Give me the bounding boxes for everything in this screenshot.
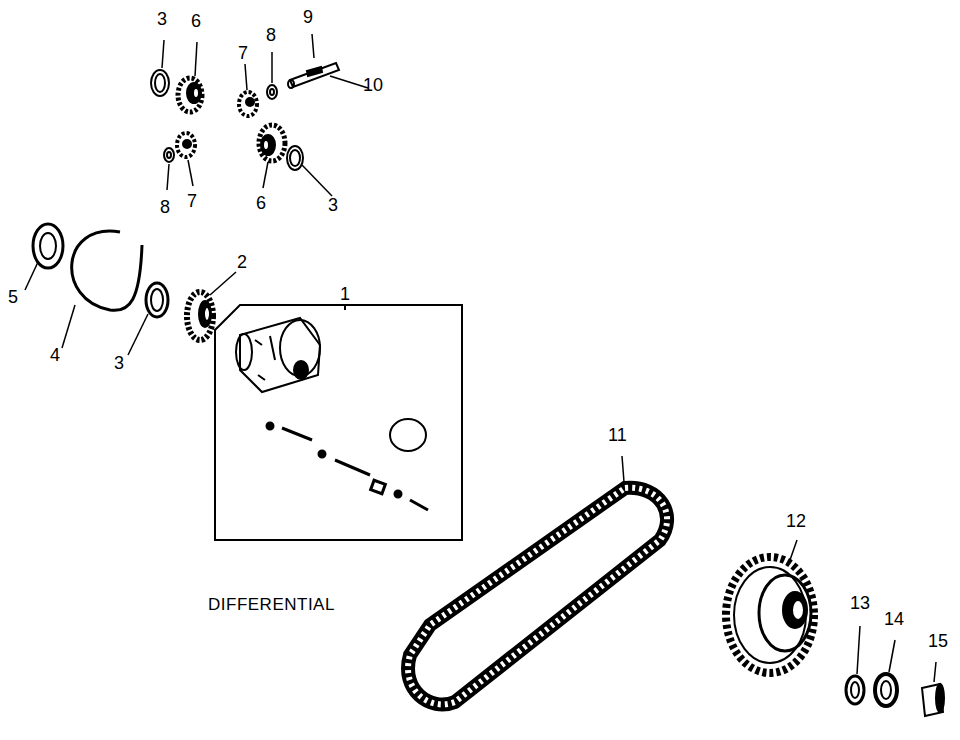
side-washer-low	[287, 146, 303, 170]
callout-number: 2	[237, 253, 247, 271]
pinion-washer	[164, 148, 174, 162]
drive-chain	[408, 488, 667, 705]
leader	[344, 305, 346, 310]
snap-ring	[72, 231, 142, 310]
callout-number: 13	[850, 594, 870, 612]
clip-ring	[390, 419, 426, 451]
diagram-title: DIFFERENTIAL	[208, 596, 335, 613]
leader-lines	[25, 34, 936, 682]
case-pins	[267, 423, 428, 510]
tapered-bearing	[187, 292, 213, 340]
callout-number: 3	[114, 354, 124, 372]
callout-number: 6	[191, 12, 201, 30]
differential-case	[236, 318, 320, 392]
callout-number: 8	[266, 26, 276, 44]
callout-number: 10	[363, 76, 383, 94]
callout-number: 3	[328, 196, 338, 214]
bearing	[875, 674, 897, 706]
oil-seal	[33, 224, 63, 268]
callout-number: 7	[238, 44, 248, 62]
callout-number: 8	[160, 198, 170, 216]
callout-number: 9	[303, 8, 313, 26]
group-outline	[215, 305, 462, 540]
callout-number: 14	[884, 610, 904, 628]
callout-number: 4	[50, 346, 60, 364]
driven-sprocket	[726, 557, 814, 673]
callout-number: 1	[340, 285, 350, 303]
pinion-gear	[177, 133, 195, 157]
lock-pin	[307, 67, 322, 76]
callout-number: 6	[256, 194, 266, 212]
callout-number: 15	[928, 632, 948, 650]
side-gear-top	[178, 78, 202, 112]
race	[146, 283, 168, 317]
callout-number: 5	[8, 288, 18, 306]
callout-number: 7	[187, 192, 197, 210]
side-gear-low	[259, 125, 285, 161]
side-washer-top	[151, 70, 169, 96]
pinion-washer	[267, 85, 277, 99]
pinion-gear	[239, 92, 257, 116]
callout-number: 12	[786, 512, 806, 530]
washer	[846, 676, 864, 704]
bushing	[922, 684, 944, 716]
callout-number: 3	[157, 10, 167, 28]
pinion-shaft	[288, 63, 339, 88]
callout-number: 11	[608, 426, 627, 444]
